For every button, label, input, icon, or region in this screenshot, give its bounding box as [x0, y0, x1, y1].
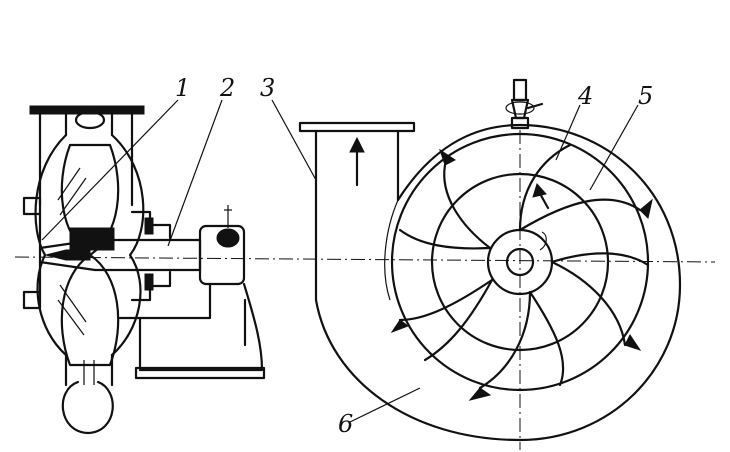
bearing-housing [198, 224, 246, 286]
label-2: 2 [219, 74, 235, 102]
leader-6 [349, 387, 421, 423]
leader-1 [41, 99, 179, 241]
base-plate [134, 366, 266, 380]
horizontal-centerline [14, 256, 716, 263]
leader-3 [271, 99, 317, 181]
top-flange [29, 105, 145, 115]
impeller-inner [430, 172, 610, 352]
volute-casing [314, 123, 682, 442]
label-1: 1 [175, 74, 190, 102]
drain-bulb [61, 380, 114, 435]
pump-section-view [22, 105, 266, 435]
impeller-lower [60, 253, 120, 367]
casing-right [110, 133, 145, 357]
leader-4 [555, 104, 581, 161]
casing-left [34, 133, 68, 357]
top-bearing [74, 110, 106, 130]
discharge-flange [298, 121, 416, 133]
leader-5 [589, 104, 639, 191]
pump-front-view [298, 78, 682, 442]
shaft-nut [45, 249, 91, 261]
impeller-blades [390, 143, 653, 401]
label-4: 4 [577, 82, 593, 110]
label-5: 5 [638, 82, 653, 110]
leader-lines [41, 99, 639, 423]
leader-2 [167, 99, 223, 247]
impeller-outer [390, 132, 650, 392]
label-6: 6 [338, 410, 353, 438]
vent-fitting [510, 116, 530, 130]
label-3: 3 [260, 74, 275, 102]
shaft-hub [505, 247, 535, 277]
